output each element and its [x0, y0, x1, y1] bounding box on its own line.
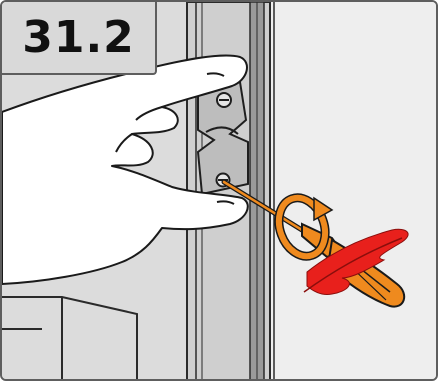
step-number: 31.2: [22, 12, 135, 63]
right-wall: [270, 2, 438, 381]
step-number-badge: 31.2: [2, 2, 157, 75]
